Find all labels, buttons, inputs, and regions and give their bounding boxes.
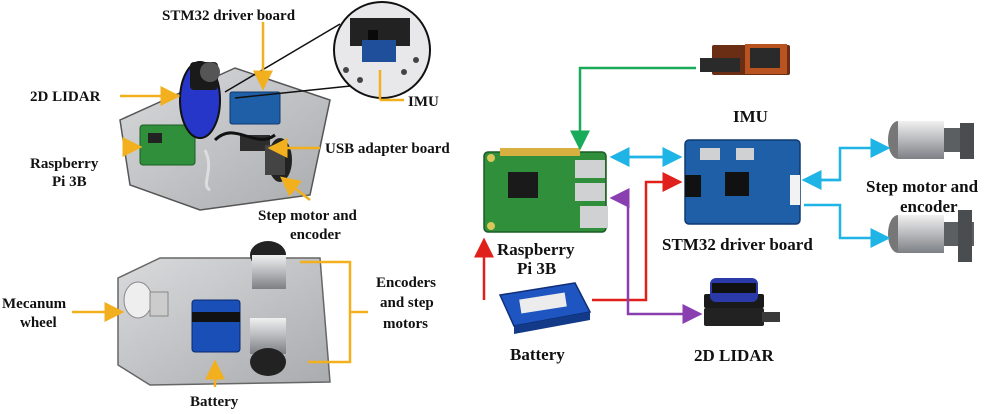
bottom-callouts xyxy=(72,260,368,387)
label-rpi-top-1: Raspberry xyxy=(30,156,99,172)
label-lidar-top: 2D LIDAR xyxy=(30,89,101,105)
diagram-label-battery: Battery xyxy=(510,345,565,364)
lidar-photo xyxy=(179,61,221,139)
robot-top-photo xyxy=(119,61,331,211)
motor-upper-photo xyxy=(250,241,286,289)
label-mecanum-1: Mecanum xyxy=(2,296,67,312)
mecanum-wheel-photo xyxy=(123,281,169,319)
label-encoders-3: motors xyxy=(383,316,428,332)
diagram-label-motor-2: encoder xyxy=(900,197,958,216)
diagram-label-rpi-1: Raspberry xyxy=(497,240,575,259)
label-stm32-top: STM32 driver board xyxy=(162,8,296,24)
diagram-label-stm32: STM32 driver board xyxy=(662,235,813,254)
diagram-label-lidar: 2D LIDAR xyxy=(694,346,775,365)
imu-zoom-inset xyxy=(224,1,431,99)
step-motor-lower xyxy=(888,210,974,262)
label-battery-bottom: Battery xyxy=(190,394,239,410)
diagram-label-imu: IMU xyxy=(733,107,768,126)
label-imu-top: IMU xyxy=(408,94,439,110)
raspberry-pi-board xyxy=(483,148,608,233)
label-usb-top: USB adapter board xyxy=(325,141,450,157)
label-motor-top-1: Step motor and xyxy=(258,208,358,224)
battery-photo xyxy=(191,299,241,353)
battery-pack xyxy=(498,282,592,334)
step-motor-upper xyxy=(888,121,974,159)
link-stm32-motor-lower xyxy=(804,203,891,248)
link-battery-stm32 xyxy=(592,172,683,302)
label-motor-top-2: encoder xyxy=(290,227,341,243)
raspberry-pi-board-photo xyxy=(139,124,196,166)
label-encoders-1: Encoders xyxy=(376,275,436,291)
link-imu-rpi xyxy=(570,66,696,151)
stm32-driver-board xyxy=(684,139,801,225)
lidar-unit xyxy=(704,278,780,326)
label-encoders-2: and step xyxy=(380,295,434,311)
stm32-board-photo xyxy=(229,91,281,125)
motor-lower-photo xyxy=(250,318,286,376)
chassis-photo xyxy=(117,241,331,386)
label-mecanum-2: wheel xyxy=(20,315,57,331)
label-rpi-top-2: Pi 3B xyxy=(52,174,87,190)
top-callouts xyxy=(120,22,404,201)
imu-module xyxy=(700,44,790,75)
diagram-label-rpi-2: Pi 3B xyxy=(517,259,556,278)
link-stm32-motor-upper xyxy=(804,138,891,182)
diagram-label-motor-1: Step motor and xyxy=(866,177,979,196)
